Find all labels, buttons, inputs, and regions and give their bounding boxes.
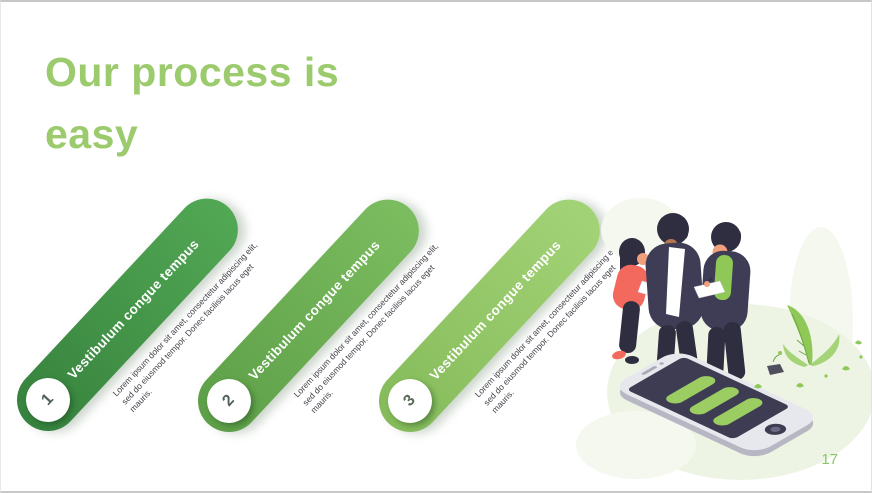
speaker-slit [641, 366, 658, 375]
screen-bar-3 [713, 398, 763, 426]
plant [783, 305, 840, 367]
ground-details [754, 340, 863, 389]
screen-bar-2 [689, 387, 739, 415]
page-number: 17 [821, 451, 838, 468]
title-line-2: easy [45, 110, 139, 157]
page-title: Our process is easy [45, 42, 339, 165]
people-smartphone-illustration [576, 198, 871, 480]
rock [767, 364, 784, 375]
smartphone [620, 353, 814, 457]
camera-dot [659, 362, 664, 365]
screen-bar-1 [666, 376, 716, 404]
title-line-1: Our process is [45, 49, 340, 95]
